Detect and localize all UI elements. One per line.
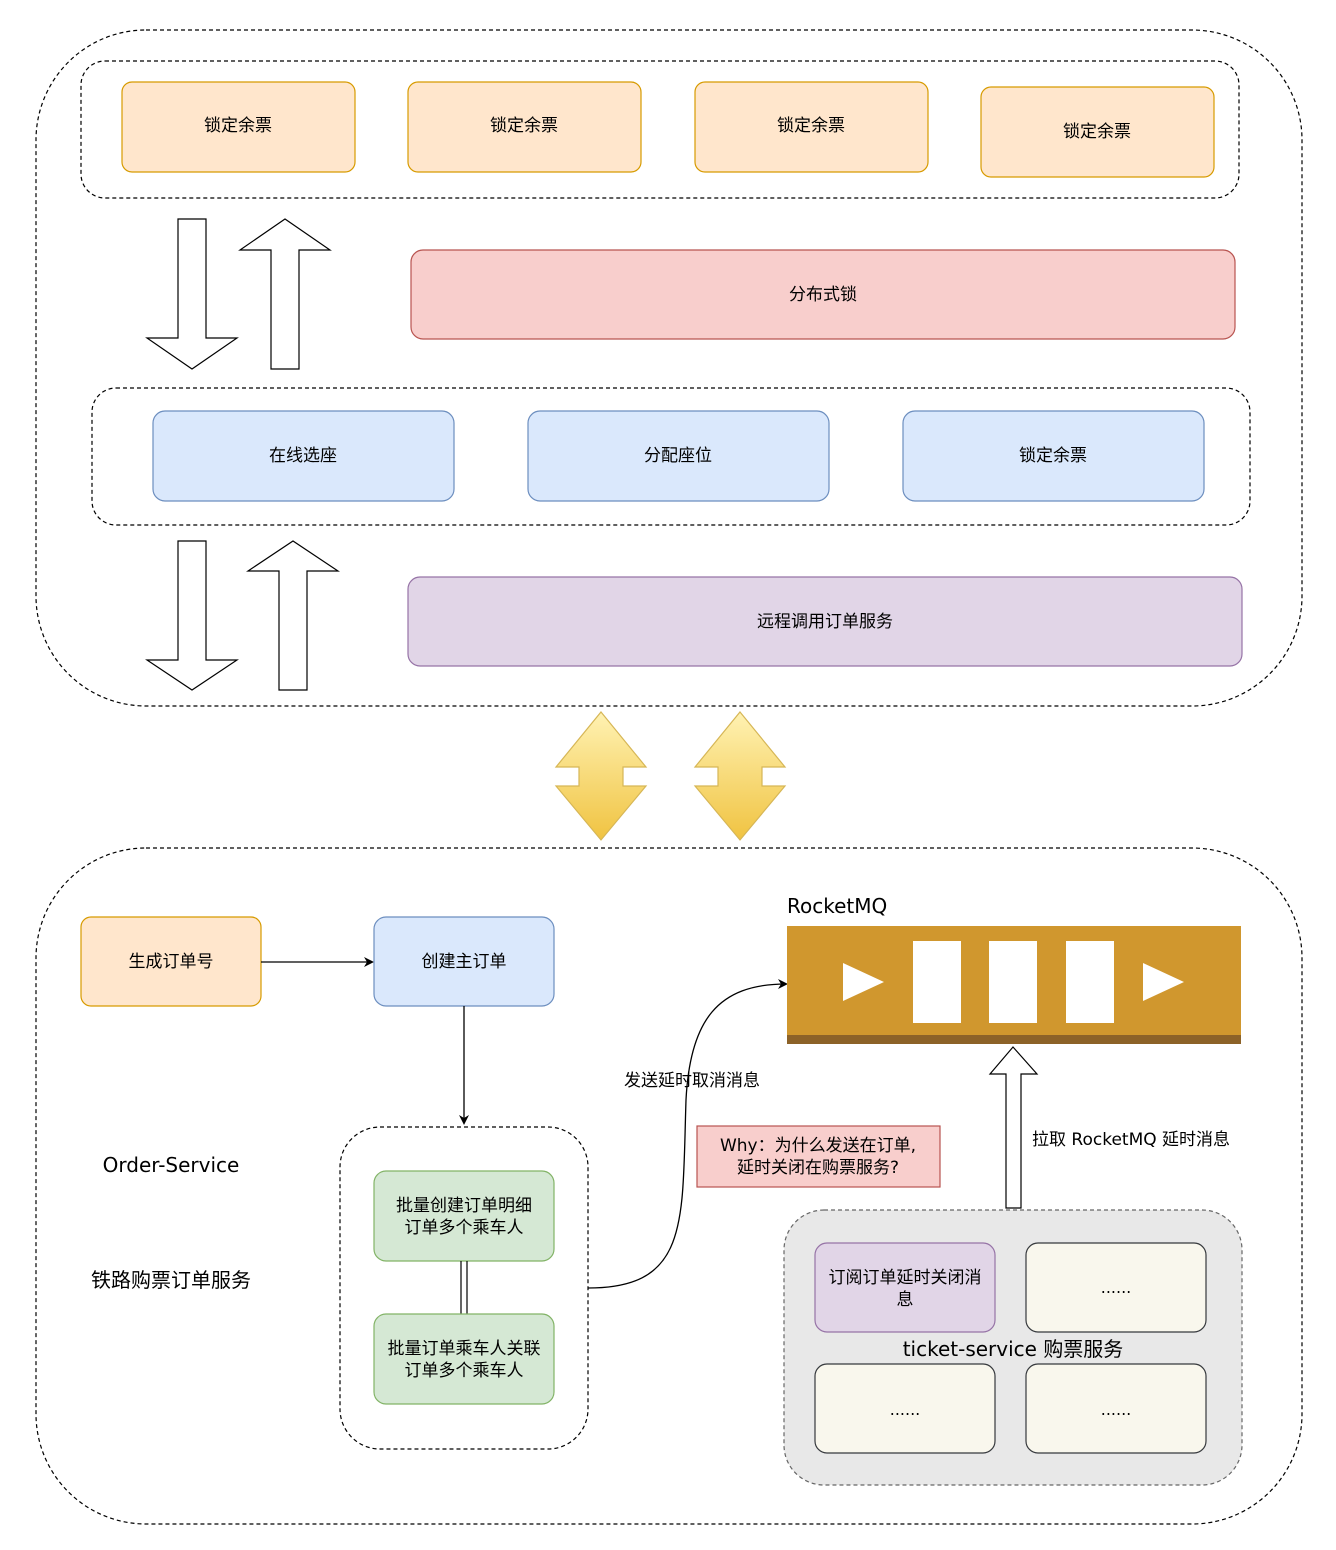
lock-ticket-box-4: 锁定余票 [980, 86, 1215, 178]
send-delay-message-label: 发送延时取消消息 [624, 1071, 760, 1091]
lock-ticket-label: 锁定余票 [777, 116, 845, 136]
service-name-english: Order-Service [103, 1153, 240, 1177]
lock-ticket-label: 锁定余票 [204, 116, 272, 136]
seat-row-container [91, 387, 1251, 526]
create-main-order-box: 创建主订单 [373, 916, 555, 1007]
rocketmq-title: RocketMQ [787, 894, 887, 918]
distributed-lock-label: 分布式锁 [789, 285, 857, 305]
hollow-down-arrow-icon [145, 540, 239, 691]
placeholder-box-bottom-right: ...... [1025, 1363, 1207, 1454]
yellow-bidirectional-arrow-icon [554, 711, 648, 841]
subscribe-delay-close-line2: 息 [897, 1290, 914, 1310]
queue-message-block-icon [1066, 941, 1114, 1023]
online-seat-select-label: 在线选座 [269, 446, 337, 466]
top-system-container [35, 29, 1303, 707]
placeholder-box-bottom-left: ...... [814, 1363, 996, 1454]
queue-play-icon [843, 963, 884, 1001]
lock-ticket-box-2: 锁定余票 [407, 81, 642, 173]
hollow-up-arrow-icon [246, 540, 340, 691]
lock-ticket-label: 锁定余票 [1063, 122, 1131, 142]
lock-ticket-box-1: 锁定余票 [121, 81, 356, 173]
why-note-box: Why：为什么发送在订单, 延时关闭在购票服务? [696, 1125, 941, 1188]
placeholder-box-top-right: ...... [1025, 1242, 1207, 1333]
create-main-order-label: 创建主订单 [422, 952, 507, 972]
batch-order-passenger-link-box: 批量订单乘车人关联 订单多个乘车人 [373, 1313, 555, 1405]
hollow-up-arrow-icon [988, 1046, 1039, 1209]
batch-order-passenger-link-line1: 批量订单乘车人关联 [388, 1339, 541, 1359]
order-service-container [35, 847, 1303, 1525]
subscribe-delay-close-box: 订阅订单延时关闭消 息 [814, 1242, 996, 1333]
batch-create-order-detail-line2: 订单多个乘车人 [405, 1218, 524, 1238]
placeholder-label: ...... [1101, 1400, 1132, 1419]
lock-row-container [80, 60, 1240, 199]
subscribe-delay-close-line1: 订阅订单延时关闭消 [829, 1268, 982, 1288]
why-note-line2: 延时关闭在购票服务? [737, 1158, 899, 1178]
service-name-chinese: 铁路购票订单服务 [91, 1268, 251, 1292]
batch-create-order-detail-box: 批量创建订单明细 订单多个乘车人 [373, 1170, 555, 1262]
allocate-seat-label: 分配座位 [644, 446, 712, 466]
remote-call-order-service-box: 远程调用订单服务 [407, 576, 1243, 667]
queue-play-icon [1143, 963, 1184, 1001]
queue-base [787, 1035, 1241, 1044]
hollow-up-arrow-icon [238, 218, 332, 370]
generate-order-number-box: 生成订单号 [80, 916, 262, 1007]
send-delay-message-connector [587, 979, 788, 1289]
distributed-lock-box: 分布式锁 [410, 249, 1236, 340]
placeholder-label: ...... [1101, 1278, 1132, 1297]
allocate-seat-box: 分配座位 [527, 410, 830, 502]
hollow-down-arrow-icon [145, 218, 239, 370]
remote-call-order-service-label: 远程调用订单服务 [757, 612, 893, 632]
lock-remaining-ticket-label: 锁定余票 [1019, 446, 1087, 466]
why-note-line1: Why：为什么发送在订单, [720, 1136, 916, 1156]
rocketmq-queue-icon [787, 926, 1241, 1044]
pull-rocketmq-label: 拉取 RocketMQ 延时消息 [1032, 1130, 1230, 1150]
generate-order-number-label: 生成订单号 [129, 952, 214, 972]
batch-create-order-detail-line1: 批量创建订单明细 [396, 1196, 532, 1216]
placeholder-label: ...... [890, 1400, 921, 1419]
yellow-bidirectional-arrow-icon [693, 711, 787, 841]
online-seat-select-box: 在线选座 [152, 410, 455, 502]
lock-ticket-box-3: 锁定余票 [694, 81, 929, 173]
queue-message-block-icon [913, 941, 961, 1023]
ticket-service-label: ticket-service 购票服务 [903, 1337, 1124, 1361]
batch-order-passenger-link-line2: 订单多个乘车人 [405, 1361, 524, 1381]
lock-ticket-label: 锁定余票 [490, 116, 558, 136]
lock-remaining-ticket-box: 锁定余票 [902, 410, 1205, 502]
queue-message-block-icon [989, 941, 1037, 1023]
